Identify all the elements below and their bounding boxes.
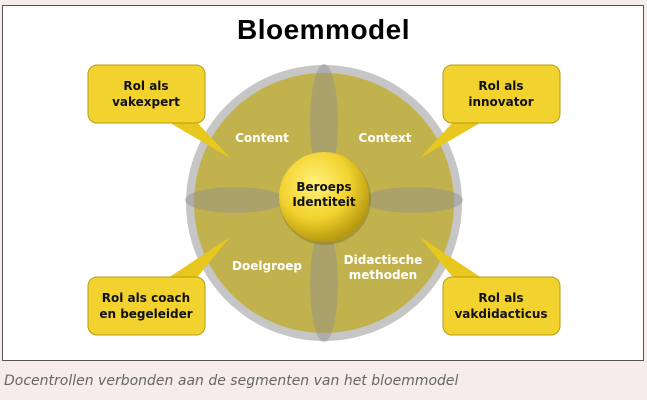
petal-left xyxy=(185,187,285,213)
role-innovator-2: innovator xyxy=(468,95,533,109)
pointer-vakexpert xyxy=(165,120,230,158)
role-box-innovator xyxy=(442,64,561,124)
role-box-vakexpert xyxy=(87,64,206,124)
petal-top xyxy=(310,64,338,180)
pointer-vakdidacticus xyxy=(420,237,485,280)
role-vakexpert-1: Rol als xyxy=(123,79,168,93)
figure-caption: Docentrollen verbonden aan de segmenten … xyxy=(4,373,459,389)
role-coach-1: Rol als coach xyxy=(102,291,190,305)
center-circle xyxy=(279,152,369,242)
diagram-title: Bloemmodel xyxy=(236,14,411,45)
pointer-innovator xyxy=(420,120,485,158)
segment-doelgroep: Doelgroep xyxy=(232,259,302,273)
segment-didactische-1: Didactische xyxy=(344,253,423,267)
petal-bottom xyxy=(310,226,338,342)
petal-right xyxy=(363,187,463,213)
pointer-coach xyxy=(165,237,230,280)
segment-didactische-2: methoden xyxy=(349,268,417,282)
role-coach-2: en begeleider xyxy=(99,307,192,321)
segment-context: Context xyxy=(359,131,412,145)
role-innovator-1: Rol als xyxy=(478,79,523,93)
center-label-1: Beroeps xyxy=(296,180,351,194)
role-vakexpert-2: vakexpert xyxy=(112,95,180,109)
center-label-2: Identiteit xyxy=(292,195,356,209)
role-box-vakdidacticus xyxy=(442,276,561,336)
role-vakdidacticus-1: Rol als xyxy=(478,291,523,305)
segment-content: Content xyxy=(235,131,289,145)
role-vakdidacticus-2: vakdidacticus xyxy=(454,307,547,321)
role-box-coach xyxy=(87,276,206,336)
